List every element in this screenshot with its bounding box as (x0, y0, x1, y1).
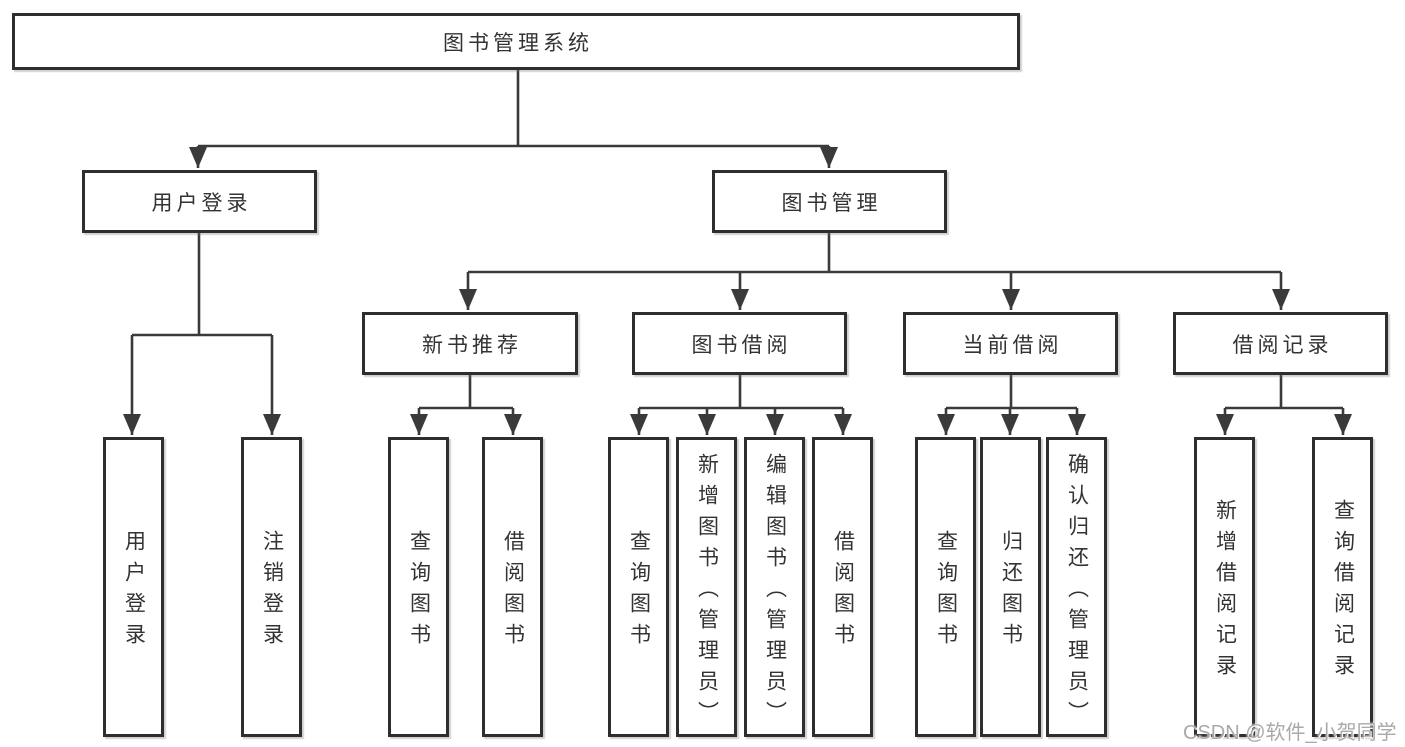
node-new-book-recommendation: 新书推荐 (362, 312, 578, 375)
leaf-label: 编辑图书（管理员） (763, 452, 787, 732)
leaf-query-books-recommend: 查询图书 (388, 437, 449, 737)
leaf-add-borrow-record: 新增借阅记录 (1194, 437, 1255, 737)
leaf-label: 借阅图书 (831, 530, 855, 654)
leaf-label: 查询图书 (934, 530, 958, 654)
leaf-borrow-books: 借阅图书 (812, 437, 873, 737)
leaf-query-books-current: 查询图书 (915, 437, 976, 737)
leaf-label: 查询借阅记录 (1331, 499, 1355, 685)
leaf-query-borrow-record: 查询借阅记录 (1312, 437, 1373, 737)
leaf-logout: 注销登录 (241, 437, 302, 737)
node-current-borrowing: 当前借阅 (903, 312, 1118, 375)
leaf-label: 查询图书 (627, 530, 651, 654)
leaf-label: 查询图书 (407, 530, 431, 654)
node-book-borrowing: 图书借阅 (632, 312, 847, 375)
leaf-label: 归还图书 (999, 530, 1023, 654)
leaf-user-login: 用户登录 (103, 437, 164, 737)
leaf-label: 确认归还（管理员） (1065, 452, 1089, 732)
leaf-label: 新增借阅记录 (1213, 499, 1237, 685)
node-label: 用户登录 (151, 191, 252, 215)
leaf-return-book: 归还图书 (980, 437, 1041, 737)
watermark: CSDN @软件_小贺同学 (1183, 722, 1397, 744)
node-borrowing-records: 借阅记录 (1173, 312, 1388, 375)
leaf-borrow-books-recommend: 借阅图书 (482, 437, 543, 737)
leaf-label: 用户登录 (122, 530, 146, 654)
leaf-label: 新增图书（管理员） (695, 452, 719, 732)
node-label: 借阅记录 (1232, 333, 1333, 357)
node-book-management: 图书管理 (712, 170, 947, 233)
node-label: 当前借阅 (962, 333, 1063, 357)
node-label: 图书管理系统 (443, 31, 593, 55)
leaf-confirm-return-admin: 确认归还（管理员） (1046, 437, 1107, 737)
node-label: 图书管理 (781, 191, 882, 215)
leaf-label: 注销登录 (260, 530, 284, 654)
node-user-login: 用户登录 (82, 170, 317, 233)
leaf-label: 借阅图书 (501, 530, 525, 654)
leaf-edit-book-admin: 编辑图书（管理员） (744, 437, 805, 737)
node-label: 图书借阅 (691, 333, 792, 357)
node-label: 新书推荐 (422, 333, 522, 357)
leaf-query-books-borrow: 查询图书 (608, 437, 669, 737)
leaf-add-book-admin: 新增图书（管理员） (676, 437, 737, 737)
node-library-management-system: 图书管理系统 (12, 13, 1020, 70)
